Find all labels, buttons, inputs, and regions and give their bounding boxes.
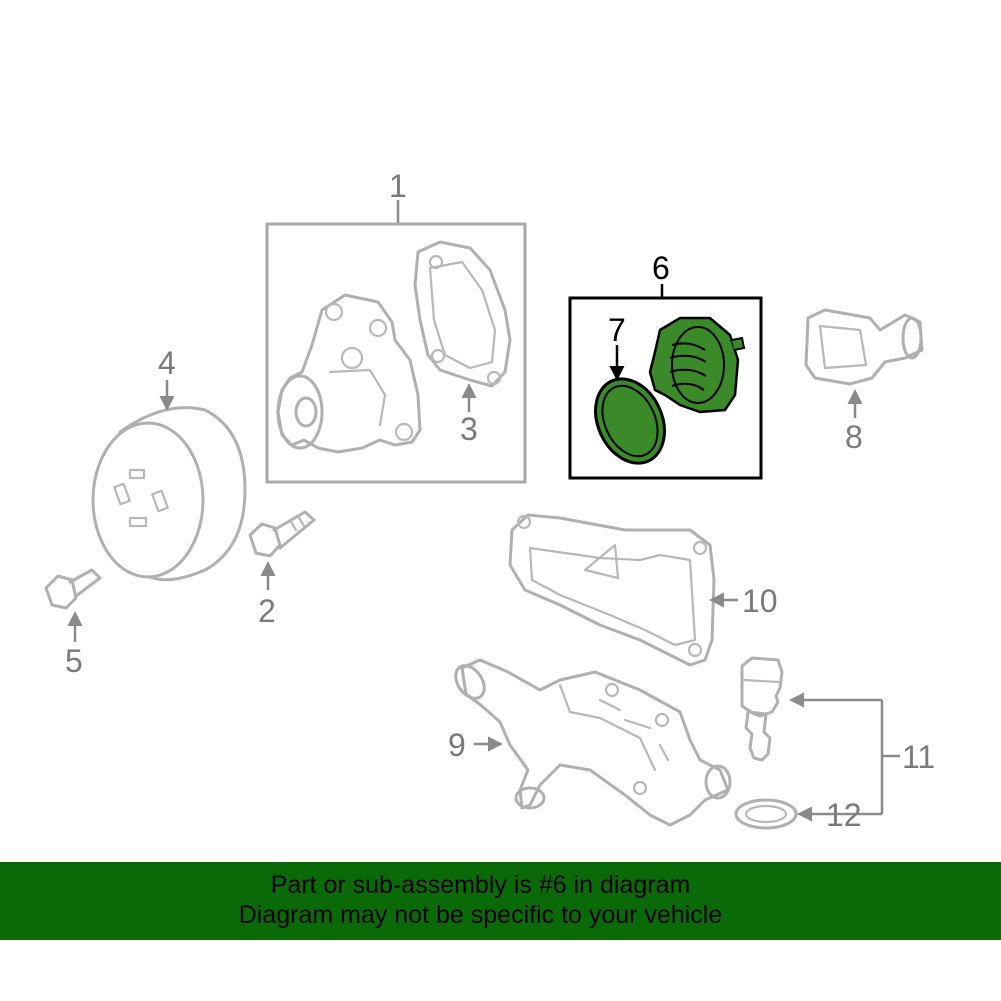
- callout-10: 10: [742, 583, 778, 619]
- banner-line-part: Part or sub-assembly is #6 in diagram: [270, 871, 691, 899]
- callout-5: 5: [65, 643, 83, 679]
- bolt-2: [248, 510, 316, 590]
- thermostat-gasket: [594, 377, 666, 465]
- water-pump: [276, 293, 422, 454]
- callout-2: 2: [258, 593, 276, 629]
- o-ring: [734, 798, 798, 830]
- callout-3: 3: [460, 411, 478, 447]
- thermostat-assembly-box: [568, 284, 763, 480]
- callout-8: 8: [845, 419, 863, 455]
- thermostat: [648, 316, 746, 414]
- temperature-sensor: [740, 656, 784, 762]
- water-outlet: [804, 308, 924, 418]
- banner-line-disclaimer: Diagram may not be specific to your vehi…: [238, 901, 723, 929]
- bolt-5: [44, 568, 102, 642]
- pump-gasket: [413, 240, 512, 388]
- callout-9: 9: [448, 727, 466, 763]
- thermostat-housing: [454, 658, 732, 827]
- callout-bracket-11: [789, 692, 900, 822]
- callout-11: 11: [902, 739, 935, 775]
- housing-gasket: [508, 513, 738, 667]
- callout-6: 6: [652, 250, 670, 286]
- callout-1: 1: [389, 168, 407, 204]
- info-banner: Part or sub-assembly is #6 in diagram Di…: [0, 862, 1001, 940]
- water-pump-assembly-box: [265, 200, 527, 484]
- callout-12: 12: [826, 797, 862, 833]
- callout-7: 7: [608, 312, 626, 348]
- pump-pulley: [91, 380, 247, 582]
- callout-4: 4: [158, 345, 176, 381]
